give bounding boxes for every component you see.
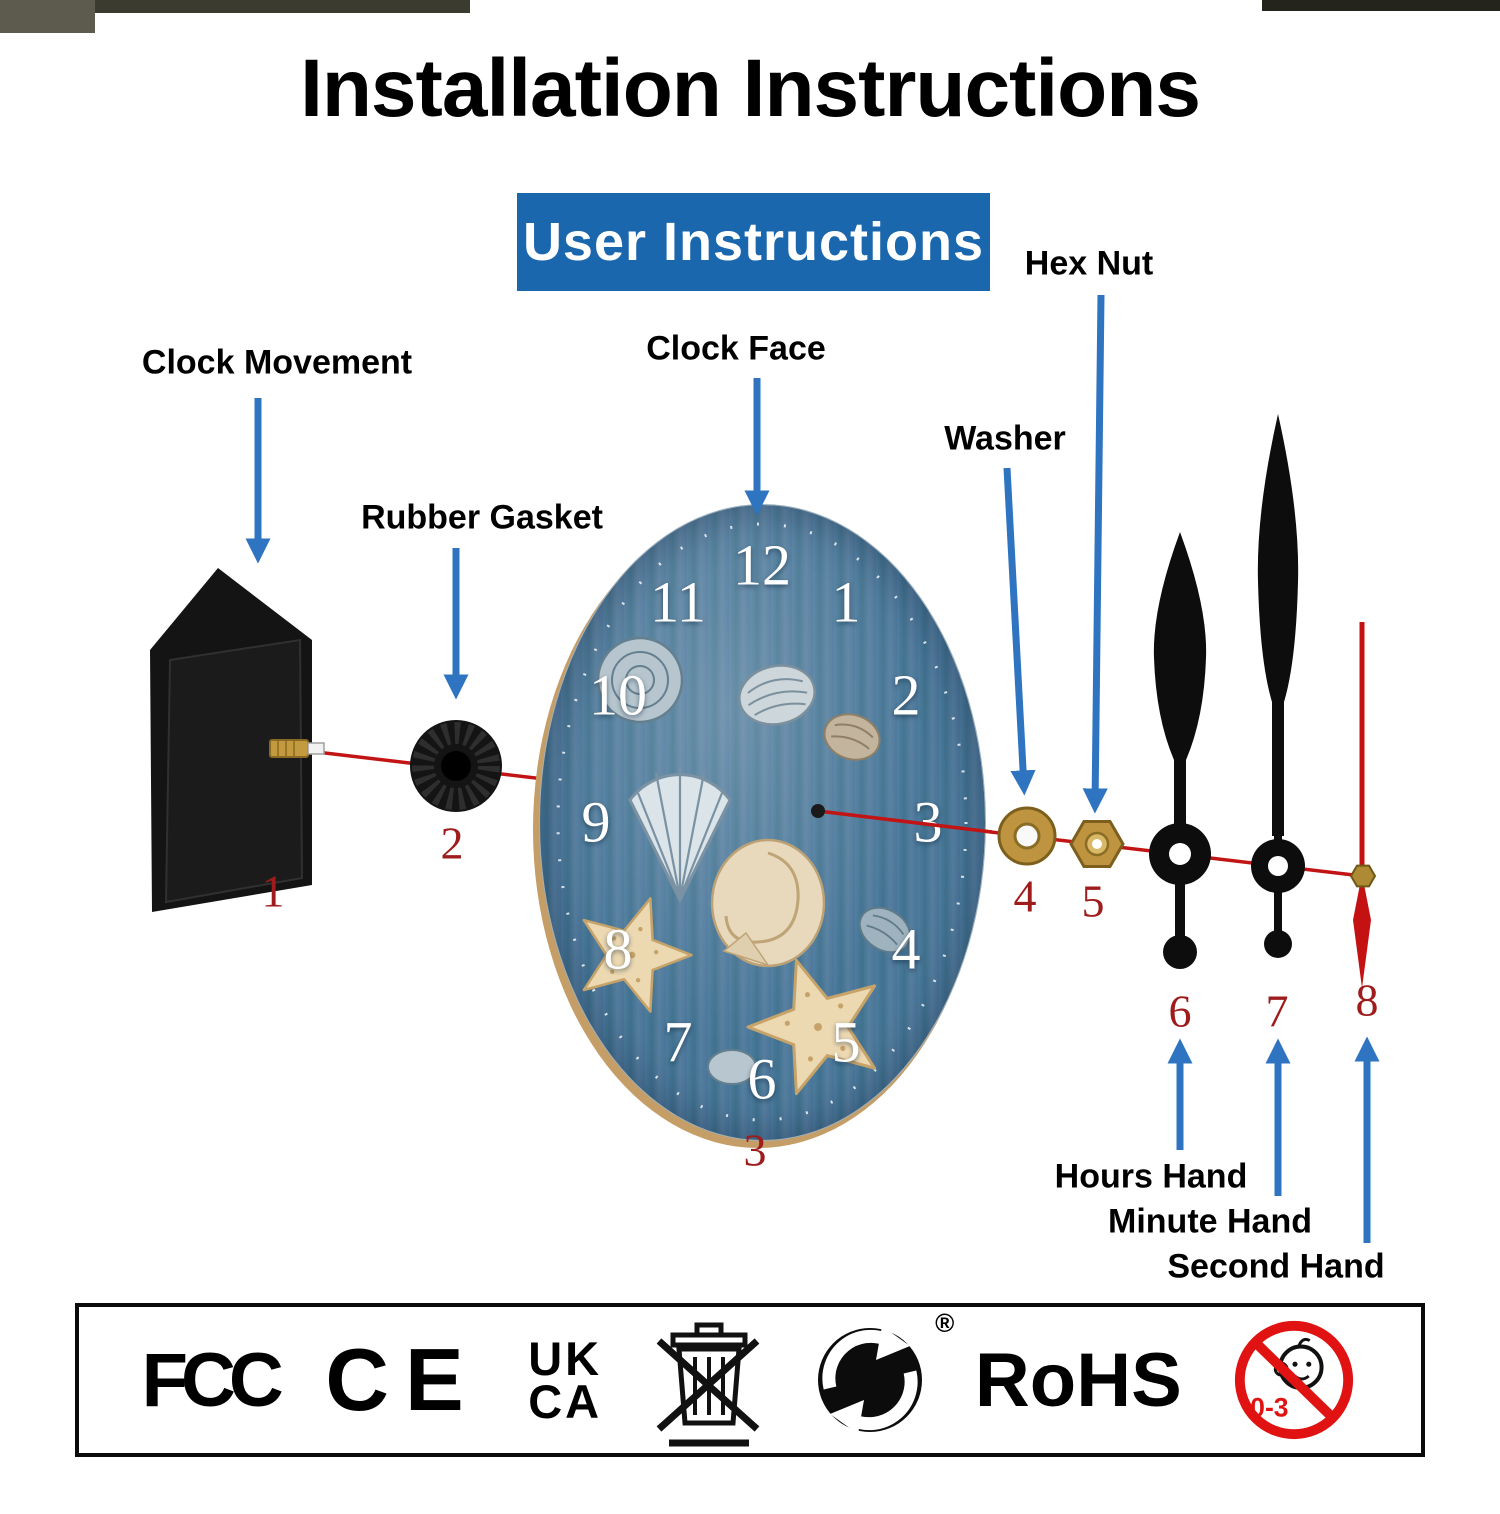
ce-logo: CE — [325, 1330, 480, 1429]
clock-numeral: 12 — [733, 532, 791, 598]
spiral-shell — [596, 636, 684, 724]
seashell-artwork — [556, 522, 968, 1122]
green-dot-icon — [818, 1326, 923, 1434]
clam-shell — [738, 664, 816, 726]
hex-nut-graphic — [1069, 820, 1125, 868]
clock-numeral: 6 — [747, 1046, 777, 1112]
small-shell — [823, 713, 881, 761]
label-minute-hand: Minute Hand — [1108, 1202, 1312, 1241]
clock-numeral: 1 — [831, 569, 861, 635]
arrow-hex-nut — [1082, 294, 1108, 814]
scallop-shell — [628, 767, 732, 904]
starfish — [582, 897, 693, 1013]
label-clock-movement: Clock Movement — [141, 343, 413, 382]
arrow-washer — [1003, 467, 1036, 796]
registered-mark: ® — [935, 1308, 955, 1338]
weee-icon — [656, 1322, 760, 1447]
certification-bar: FCC CE UK CA ® RoHS — [75, 1303, 1425, 1457]
starfish — [746, 958, 877, 1096]
rohs-logo: RoHS — [974, 1337, 1182, 1423]
part-number-5: 5 — [1081, 875, 1105, 927]
clock-numeral: 2 — [891, 662, 921, 728]
second-hand-graphic — [1353, 622, 1371, 988]
label-washer: Washer — [944, 419, 1066, 458]
label-hours-hand: Hours Hand — [1054, 1157, 1248, 1196]
photo-edge-strip — [0, 0, 95, 33]
banner-text: User Instructions — [522, 212, 985, 272]
clock-numeral: 4 — [891, 916, 921, 982]
conch-shell — [710, 838, 826, 968]
clock-center-hole — [811, 804, 825, 818]
minute-hand-graphic — [1251, 414, 1305, 958]
part-number-3: 3 — [743, 1124, 767, 1176]
mussel-shell — [858, 906, 912, 954]
clock-numeral: 7 — [663, 1009, 693, 1075]
label-second-hand: Second Hand — [1167, 1247, 1385, 1286]
washer-graphic — [997, 806, 1057, 866]
clock-numeral: 9 — [581, 789, 611, 855]
fcc-logo: FCC — [141, 1337, 284, 1423]
ukca-bottom: CA — [528, 1375, 603, 1428]
photo-edge-strip — [0, 0, 470, 13]
clock-movement-graphic — [150, 568, 325, 912]
part-number-8: 8 — [1355, 974, 1379, 1026]
part-number-2: 2 — [440, 817, 464, 869]
clock-numeral: 5 — [831, 1009, 861, 1075]
label-hex-nut: Hex Nut — [1024, 244, 1154, 283]
age-warning-icon: 0-3 — [1235, 1320, 1354, 1440]
clock-numeral: 10 — [589, 662, 647, 728]
clock-numeral: 8 — [603, 916, 633, 982]
label-clock-face: Clock Face — [646, 329, 826, 368]
user-instructions-banner: User Instructions — [517, 193, 990, 291]
part-number-1: 1 — [261, 865, 285, 917]
small-shell — [707, 1049, 757, 1085]
clock-numeral: 11 — [650, 569, 706, 635]
ukca-logo: UK CA — [528, 1331, 603, 1428]
part-number-4: 4 — [1013, 870, 1037, 922]
ukca-top: UK — [528, 1331, 603, 1385]
page-title: Installation Instructions — [300, 43, 1201, 134]
brass-pin-graphic — [1349, 864, 1377, 888]
hours-hand-graphic — [1149, 532, 1211, 969]
photo-edge-strip — [1262, 0, 1500, 11]
part-number-7: 7 — [1265, 985, 1289, 1037]
label-rubber-gasket: Rubber Gasket — [361, 498, 603, 537]
part-number-6: 6 — [1168, 985, 1192, 1037]
green-dot-logo: ® — [814, 1308, 954, 1436]
rubber-gasket-graphic — [410, 720, 502, 812]
